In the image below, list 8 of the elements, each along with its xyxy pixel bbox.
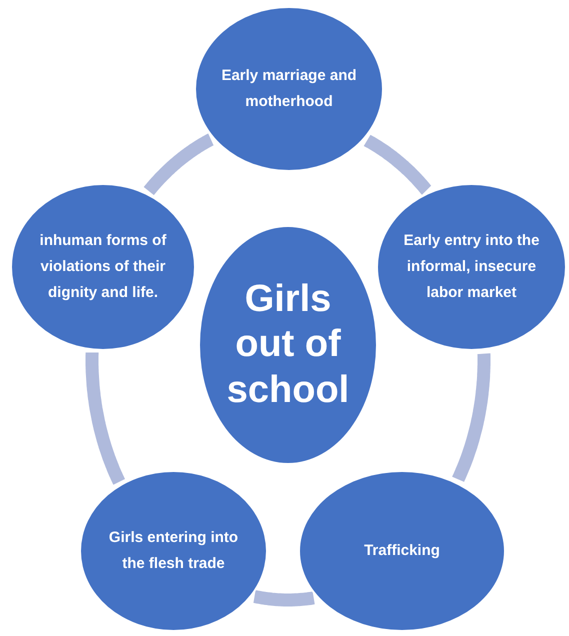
node-label: Early entry into the informal, insecure labor market xyxy=(402,230,540,304)
ring-connector xyxy=(143,133,216,197)
node-label: inhuman forms of violations of their dignity and life. xyxy=(38,230,168,304)
center-title: Girls out of school xyxy=(226,276,350,413)
node-label: Trafficking xyxy=(364,540,440,561)
node-label: Early marriage and motherhood xyxy=(220,66,358,112)
node-label: Girls entering into the flesh trade xyxy=(108,528,240,574)
ring-connector xyxy=(362,134,432,196)
